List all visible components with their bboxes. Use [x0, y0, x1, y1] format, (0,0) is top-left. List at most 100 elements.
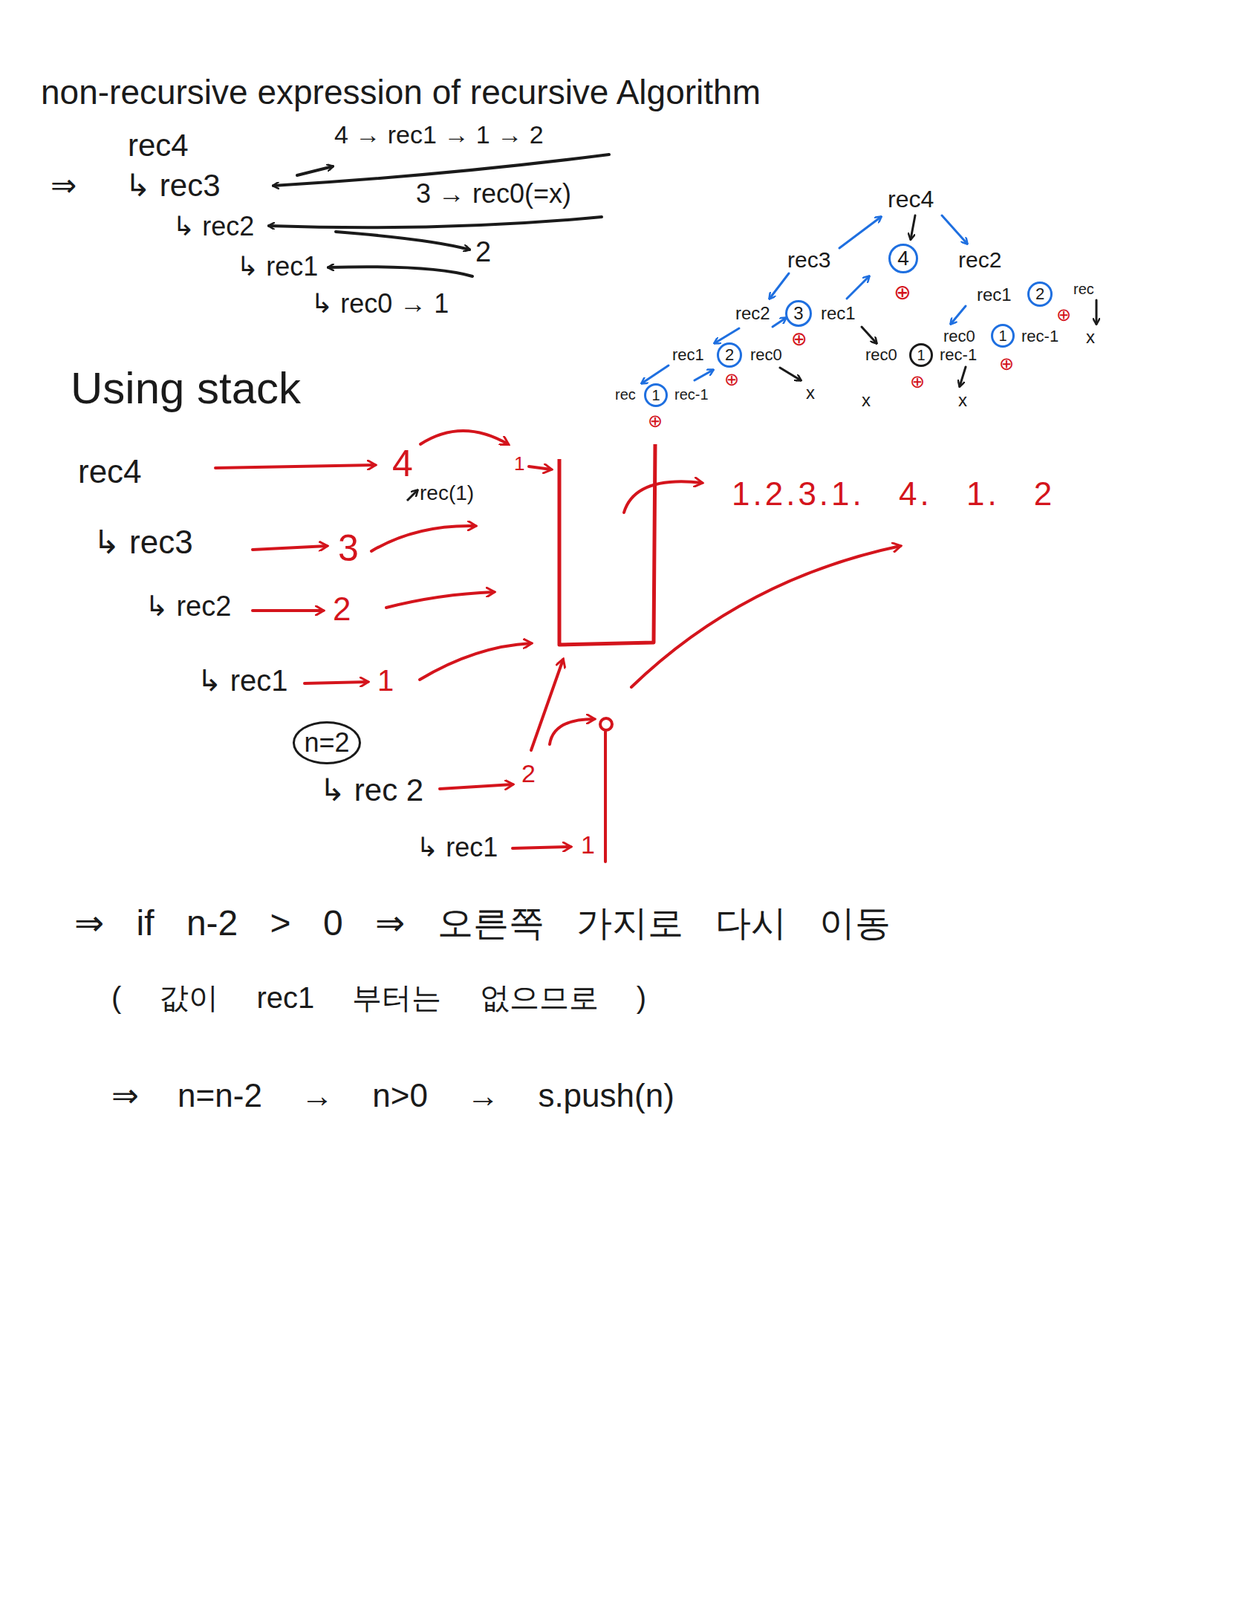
red-note: 1.2.3.1. 4. 1. 2 — [731, 475, 1055, 514]
red-note: ⊕ — [1056, 304, 1072, 326]
note-text: ↳ rec3 — [92, 523, 194, 562]
call-arrow — [407, 490, 418, 501]
node-text: 1 — [651, 387, 660, 404]
down-arrow — [861, 326, 877, 344]
note-text: rec1 — [820, 303, 856, 324]
loop-point — [600, 718, 613, 731]
note-text: x — [1085, 326, 1095, 348]
call-arrow — [297, 166, 333, 176]
note-text: ↳ rec 2 — [319, 772, 424, 809]
node-text: n=2 — [303, 727, 350, 758]
note-text: 2 — [475, 236, 491, 269]
note-text: x — [805, 382, 815, 404]
pop-arrow — [531, 659, 564, 751]
note-text: rec0 — [750, 345, 783, 364]
down-arrow — [959, 366, 966, 387]
push-arrow — [512, 846, 571, 849]
push-arrow — [386, 592, 494, 608]
note-text: rec4 — [887, 185, 934, 214]
red-note: ⊕ — [999, 353, 1014, 375]
circled-number: 2 — [716, 342, 743, 368]
tree-arrows — [641, 215, 1097, 387]
up-arrow — [694, 369, 714, 381]
circled-number: 1 — [644, 383, 668, 408]
note-text: ↳ rec3 — [124, 167, 221, 204]
call-arrow — [335, 231, 470, 250]
note-text: ↳ rec2 — [172, 210, 255, 242]
down-arrow — [1095, 300, 1098, 324]
note-text: rec4 — [127, 127, 189, 164]
red-note: 2 — [332, 590, 351, 629]
up-arrow — [839, 216, 881, 249]
note-text: ↳ rec1 — [196, 663, 288, 698]
push-arrow — [420, 430, 509, 445]
note-text: 4 → rec1 → 1 → 2 — [334, 120, 544, 150]
output-arrow — [631, 545, 901, 688]
note-text: rec — [1073, 280, 1095, 298]
push-arrow — [371, 525, 476, 552]
note-text: rec(1) — [419, 481, 474, 506]
note-text: ↳ rec1 — [415, 831, 498, 863]
up-arrow — [772, 317, 786, 327]
down-arrow — [714, 328, 740, 344]
circled-number: 4 — [888, 243, 919, 275]
trace-arrows — [268, 154, 610, 277]
circled-variable: n=2 — [292, 721, 361, 765]
red-note: 4 — [392, 442, 413, 486]
note-text: rec2 — [735, 303, 771, 324]
note-text: rec0 — [865, 345, 898, 364]
red-note: ⊕ — [909, 371, 925, 393]
pop-arrow — [549, 719, 595, 745]
note-text: rec0 — [943, 326, 976, 346]
return-arrow — [328, 266, 473, 277]
note-text: x — [958, 389, 968, 411]
note-text: ⇒ — [50, 167, 77, 204]
note-text: rec-1 — [1021, 326, 1059, 346]
push-arrow — [439, 784, 513, 789]
note-text: x — [861, 389, 871, 411]
push-arrow — [252, 609, 324, 613]
note-text: rec2 — [958, 247, 1002, 274]
circled-number: 1 — [909, 343, 933, 367]
red-note: 3 — [337, 527, 359, 571]
node-text: 2 — [1035, 285, 1045, 304]
down-arrow — [941, 215, 968, 244]
note-text: rec4 — [77, 453, 142, 491]
red-note: ⊕ — [647, 410, 663, 432]
push-arrow — [528, 466, 552, 470]
down-arrow — [769, 273, 789, 299]
down-arrow — [779, 367, 801, 381]
red-note: 1 — [580, 830, 595, 860]
circled-number: 3 — [785, 300, 812, 327]
red-note: 2 — [521, 759, 536, 789]
note-text: rec — [615, 386, 636, 404]
return-arrow — [268, 216, 602, 228]
circled-number: 1 — [990, 323, 1015, 348]
note-text: ↳ rec2 — [144, 590, 232, 624]
note-text: Using stack — [70, 362, 301, 414]
note-text: ↳ rec0 → 1 — [310, 288, 449, 319]
note-text: rec-1 — [939, 345, 977, 364]
note-text: ( 값이 rec1 부터는 없으므로 ) — [111, 980, 647, 1015]
up-arrow — [846, 276, 870, 299]
push-arrow — [215, 464, 376, 468]
stack-container — [559, 444, 656, 645]
title: non-recursive expression of recursive Al… — [40, 72, 761, 113]
node-text: 1 — [998, 327, 1007, 344]
note-text: rec3 — [787, 247, 831, 274]
down-arrow — [641, 365, 669, 384]
down-arrow — [910, 215, 916, 240]
note-text: 3 → rec0(=x) — [415, 178, 572, 209]
note-text: ⇒ n=n-2 → n>0 → s.push(n) — [111, 1077, 675, 1115]
note-text: rec-1 — [674, 386, 709, 404]
note-text: rec1 — [672, 345, 705, 364]
circled-number: 2 — [1027, 281, 1053, 307]
node-text: 3 — [793, 303, 803, 324]
node-text: 4 — [897, 247, 910, 271]
push-arrow — [252, 545, 327, 550]
red-note: 1 — [514, 453, 525, 476]
red-note: ⊕ — [893, 280, 911, 305]
red-note: ⊕ — [791, 328, 808, 351]
return-line — [603, 731, 607, 862]
